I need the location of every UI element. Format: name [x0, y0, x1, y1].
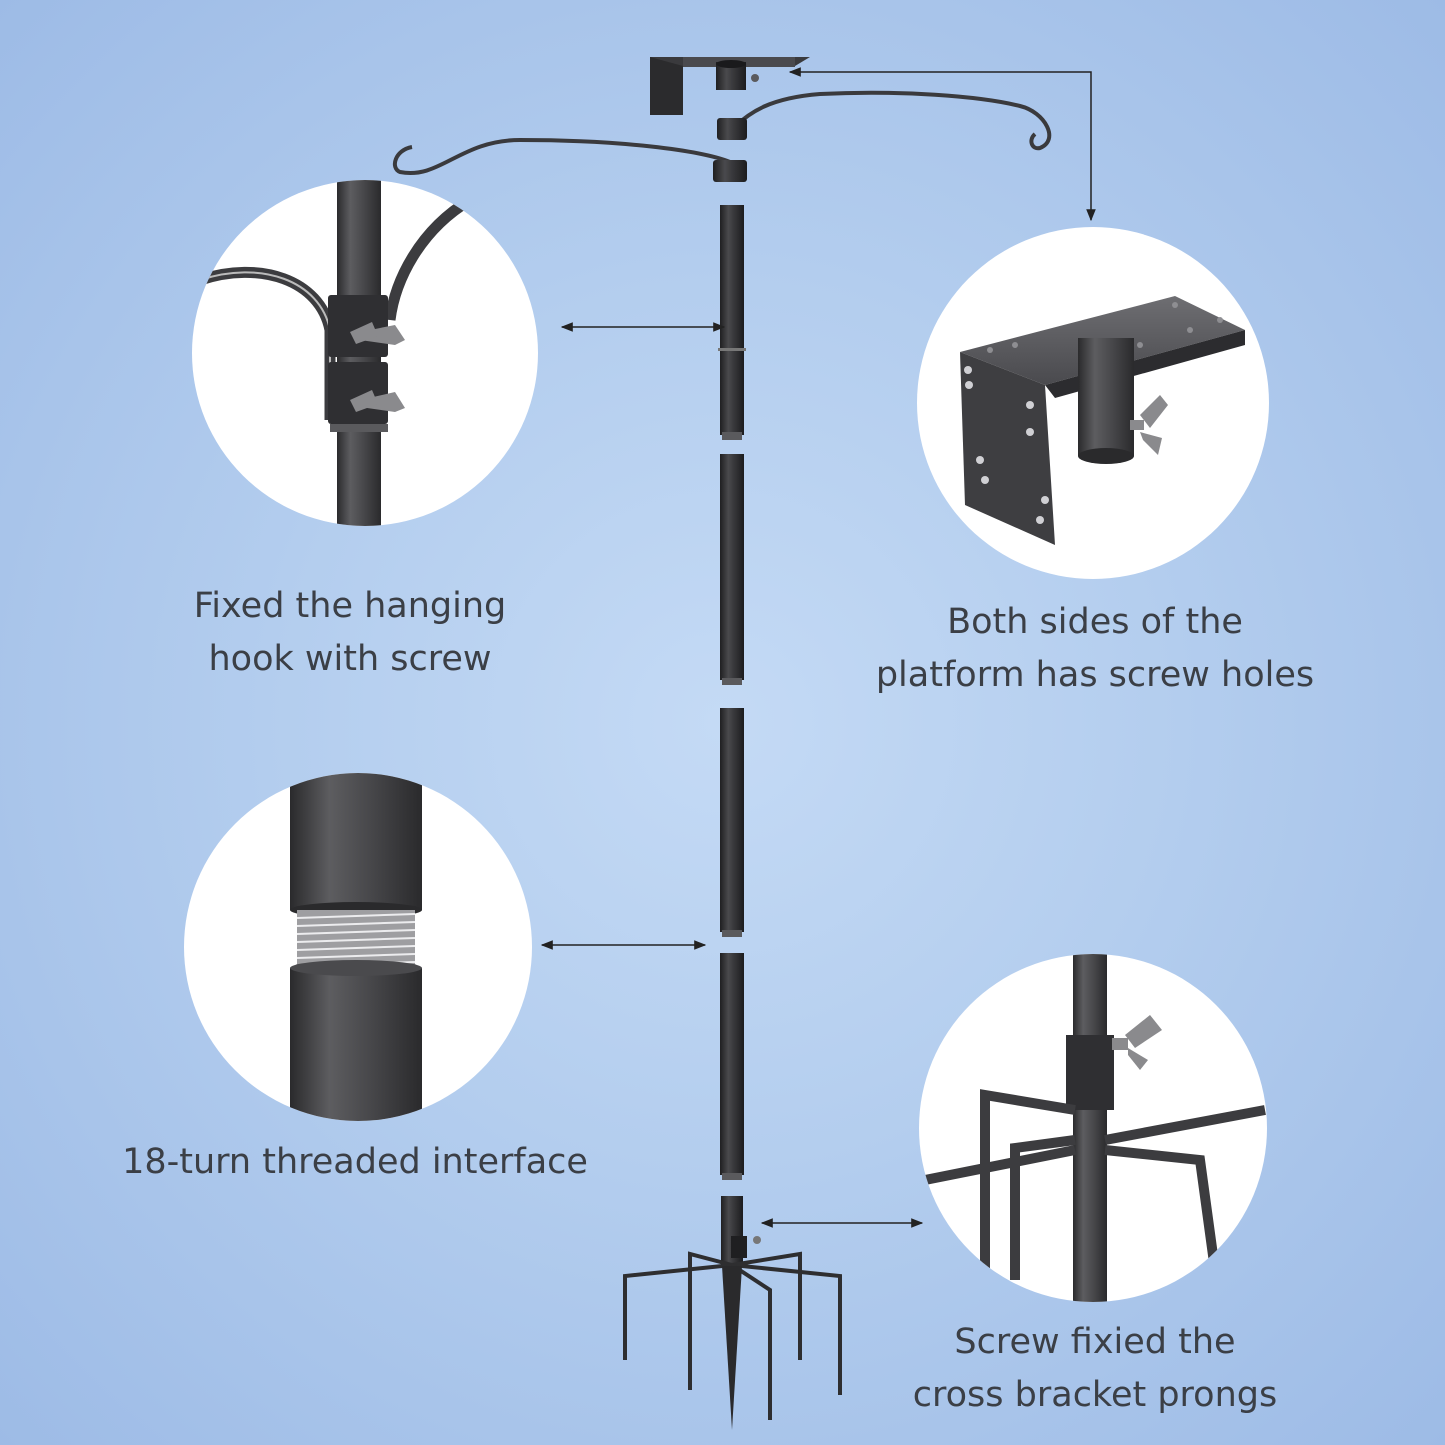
wing-nut-icon: [1130, 395, 1168, 455]
wing-nut-icon: [751, 74, 759, 82]
caption-hook-line1: Fixed the hanging: [193, 586, 507, 626]
caption-platform-line1: Both sides of the: [947, 602, 1243, 642]
pole-segment-4: [720, 953, 744, 1175]
base-stake: [623, 1196, 842, 1430]
caption-hook: Fixed the hanging hook with screw: [170, 580, 530, 686]
caption-prongs: Screw fixied the cross bracket prongs: [895, 1316, 1295, 1422]
caption-hook-line2: hook with screw: [208, 639, 492, 679]
caption-thread: 18-turn threaded interface: [105, 1136, 605, 1189]
wing-nut-icon: [753, 1236, 761, 1244]
double-arrow-icon: [788, 67, 1096, 222]
caption-prongs-line2: cross bracket prongs: [912, 1375, 1278, 1415]
caption-platform-line2: platform has screw holes: [875, 655, 1315, 695]
hook-arm-left: [392, 137, 731, 176]
caption-platform: Both sides of the platform has screw hol…: [860, 596, 1330, 702]
detail-circle-platform: [917, 227, 1269, 579]
pole-segment-1: [720, 205, 744, 435]
hook-arm-right: [731, 90, 1052, 151]
wing-nut-icon: [350, 322, 405, 412]
caption-thread-line1: 18-turn threaded interface: [122, 1142, 588, 1182]
wing-nut-icon: [1112, 1015, 1162, 1070]
pole-assembly: [392, 57, 1052, 1430]
detail-circle-thread: [184, 773, 532, 1121]
caption-prongs-line1: Screw fixied the: [954, 1322, 1236, 1362]
detail-circle-hook: [192, 180, 538, 526]
pole-segment-3: [720, 708, 744, 932]
wall-bracket: [650, 57, 810, 115]
detail-circle-prongs: [919, 954, 1267, 1302]
pole-segment-2: [720, 454, 744, 680]
